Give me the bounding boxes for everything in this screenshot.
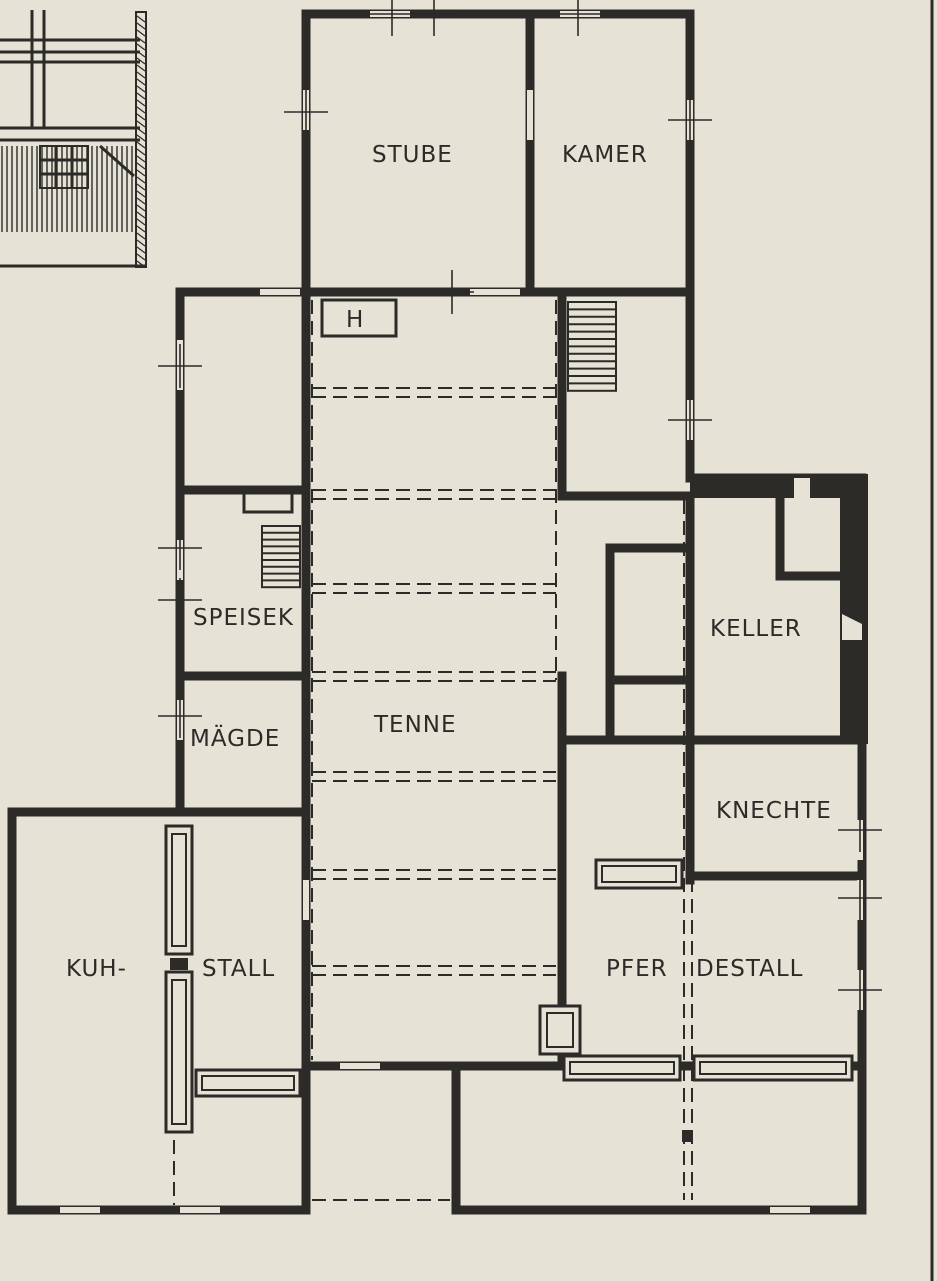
- speisek-nook: [242, 488, 294, 514]
- hatch-line: [136, 148, 146, 156]
- hatch-line: [136, 71, 146, 79]
- room-label-pfer: PFER: [606, 956, 668, 982]
- hatch-line: [136, 176, 146, 184]
- hatch-line: [136, 15, 146, 23]
- hatch-line: [136, 169, 146, 177]
- stair-outline: [261, 525, 301, 589]
- hatch-line: [136, 232, 146, 240]
- hatch-line: [136, 106, 146, 114]
- hatch-line: [136, 141, 146, 149]
- keller-masonry: [690, 474, 868, 744]
- room-label-kammer: KAMER: [562, 142, 648, 168]
- hatch-line: [136, 246, 146, 254]
- room-label-keller: KELLER: [710, 616, 802, 642]
- hatch-line: [136, 50, 146, 58]
- hatch-line: [136, 225, 146, 233]
- hatch-line: [136, 113, 146, 121]
- hatch-line: [136, 78, 146, 86]
- hearth-label: H: [346, 307, 364, 333]
- hatch-line: [136, 120, 146, 128]
- hatch-line: [136, 64, 146, 72]
- hatch-line: [136, 134, 146, 142]
- room-label-stube: STUBE: [372, 142, 453, 168]
- hatch-line: [136, 204, 146, 212]
- room-label-knechte: KNECHTE: [716, 798, 832, 824]
- hatch-line: [136, 36, 146, 44]
- hatch-line: [136, 57, 146, 65]
- hatch-line: [136, 127, 146, 135]
- hatch-line: [136, 197, 146, 205]
- hatch-line: [136, 253, 146, 261]
- elevation-sketch: [0, 10, 147, 268]
- hatch-line: [136, 99, 146, 107]
- staircase: [261, 301, 617, 589]
- hatch-line: [136, 183, 146, 191]
- hatch-line: [136, 92, 146, 100]
- hatch-line: [136, 22, 146, 30]
- window-marks: [158, 0, 882, 1012]
- hatch-line: [136, 239, 146, 247]
- tenne-beams: [312, 387, 556, 976]
- mangers: [164, 824, 854, 1142]
- tenne-side-dashes: [173, 300, 693, 1205]
- hatch-line: [136, 218, 146, 226]
- hatch-line: [136, 85, 146, 93]
- hatch-line: [136, 155, 146, 163]
- hatch-line: [136, 211, 146, 219]
- hatch-line: [136, 162, 146, 170]
- room-label-destall: DESTALL: [696, 956, 803, 982]
- room-label-maegde: MÄGDE: [190, 724, 280, 752]
- room-label-kuh: KUH-: [66, 956, 127, 982]
- room-label-stall: STALL: [202, 956, 275, 982]
- room-label-speisek: SPEISEK: [193, 605, 294, 631]
- room-label-tenne: TENNE: [373, 712, 457, 738]
- hearth-box: [320, 298, 398, 338]
- hatch-line: [136, 190, 146, 198]
- hatch-line: [136, 29, 146, 37]
- hatch-line: [136, 43, 146, 51]
